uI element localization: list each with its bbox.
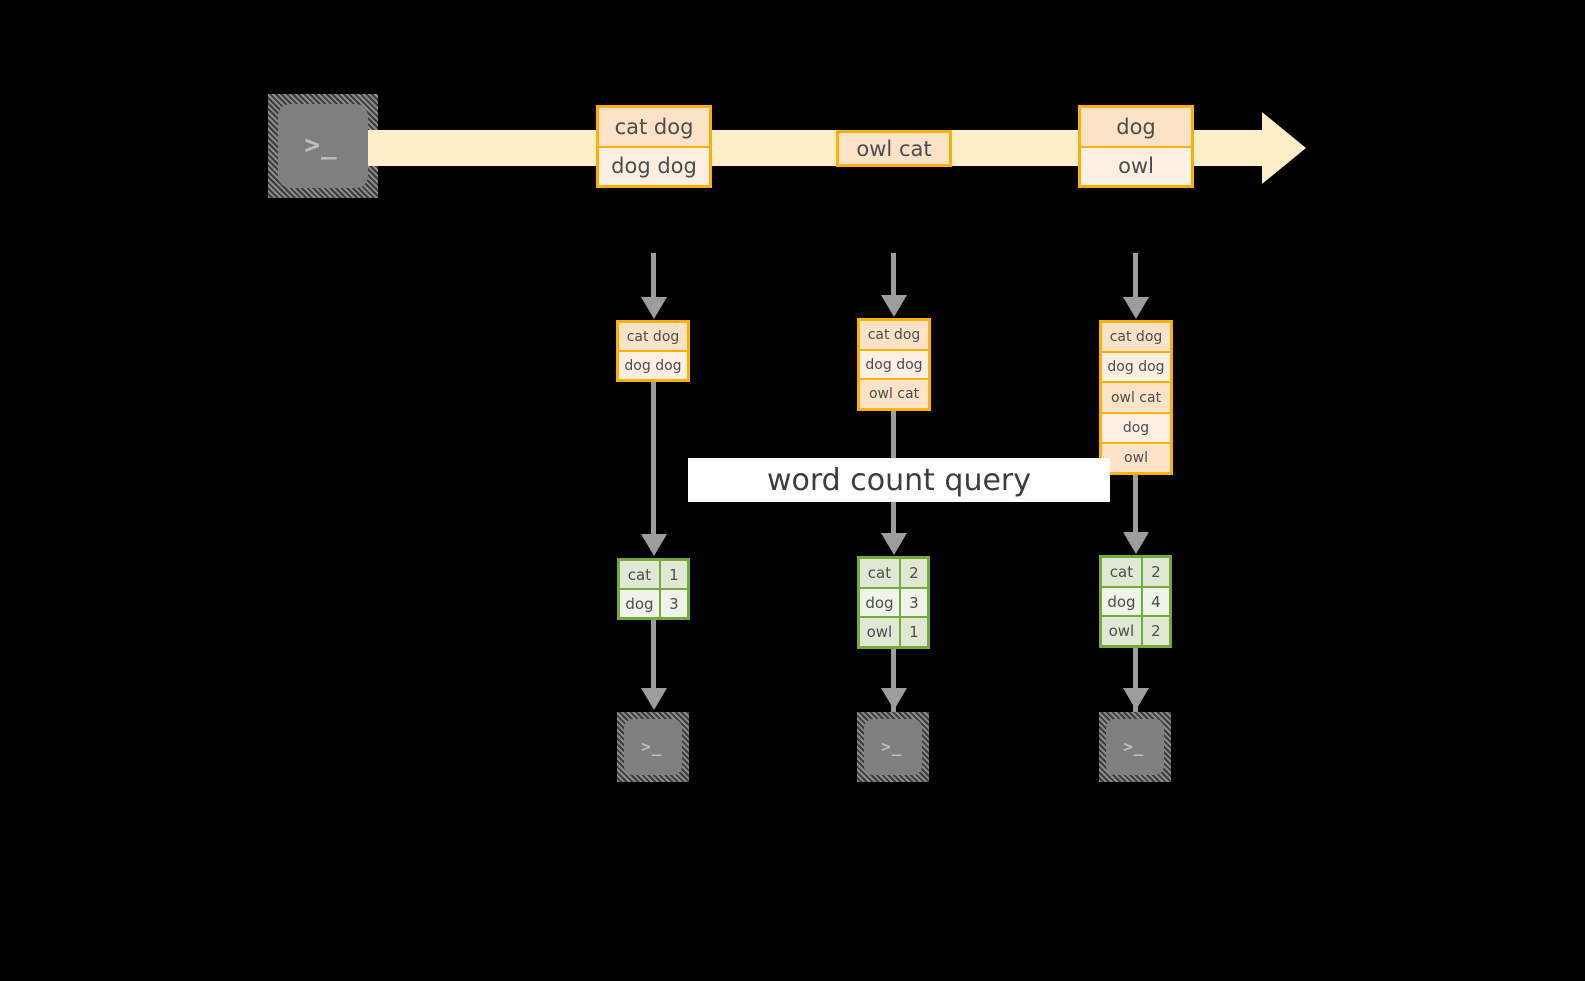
stream-batch-1: cat dog dog dog [596, 105, 712, 188]
column-3-output-line [1133, 648, 1138, 712]
column-1-output-line [651, 620, 656, 690]
column-3-result-word-3: owl [1102, 617, 1143, 646]
column-2-result-table: cat 2 dog 3 owl 1 [857, 556, 930, 649]
column-1-query-arrow-head-icon [641, 534, 667, 556]
column-1-input-dashed-line [651, 253, 656, 301]
stream-batch-1-row-2: dog dog [599, 145, 709, 185]
column-2-result-word-1: cat [860, 559, 901, 587]
column-1-result-row-2: dog 3 [620, 588, 687, 617]
column-3-record-row-2: dog dog [1102, 351, 1170, 382]
column-3-result-count-2: 4 [1142, 587, 1169, 616]
terminal-body [1106, 719, 1164, 775]
column-1-sink-terminal-icon: >_ [617, 712, 689, 782]
column-1-accumulated-records: cat dog dog dog [616, 320, 690, 382]
column-3-output-arrow-head-icon [1123, 688, 1149, 710]
column-3-query-line [1133, 475, 1138, 534]
column-3-result-count-1: 2 [1142, 558, 1169, 586]
column-2-record-row-2: dog dog [860, 348, 928, 379]
query-label-banner: word count query [688, 458, 1110, 502]
column-2-result-word-2: dog [860, 588, 901, 617]
column-3-result-word-2: dog [1102, 587, 1143, 616]
column-2-accumulated-records: cat dog dog dog owl cat [857, 318, 931, 411]
column-2-result-row-1: cat 2 [860, 559, 927, 587]
stream-batch-3-row-1: dog [1081, 108, 1191, 146]
column-2-input-dashed-line [891, 253, 896, 299]
column-1-result-word-2: dog [620, 590, 661, 617]
column-3-accumulated-records: cat dog dog dog owl cat dog owl [1099, 320, 1173, 475]
column-1-result-count-2: 3 [660, 590, 687, 617]
column-1-output-arrow-head-icon [641, 688, 667, 710]
column-2-result-count-2: 3 [900, 588, 927, 617]
column-3-record-row-4: dog [1102, 411, 1170, 442]
column-3-result-row-1: cat 2 [1102, 558, 1169, 586]
column-2-record-row-1: cat dog [860, 321, 928, 349]
column-3-record-row-3: owl cat [1102, 381, 1170, 412]
stream-batch-2: owl cat [836, 130, 952, 167]
terminal-prompt-glyph: >_ [304, 130, 338, 161]
column-3-result-word-1: cat [1102, 558, 1143, 586]
column-1-result-count-1: 1 [660, 561, 687, 588]
column-1-result-row-1: cat 1 [620, 561, 687, 588]
stream-batch-3-row-2: owl [1081, 145, 1191, 185]
column-1-record-row-2: dog dog [619, 350, 687, 379]
stream-batch-2-row-1: owl cat [839, 133, 949, 164]
column-3-record-row-5: owl [1102, 441, 1170, 473]
column-3-input-arrow-head-icon [1123, 297, 1149, 319]
query-label-text: word count query [766, 462, 1032, 498]
column-2-result-count-3: 1 [900, 618, 927, 647]
column-1-query-line [651, 382, 656, 536]
column-2-output-arrow-head-icon [881, 688, 907, 710]
terminal-prompt-glyph: >_ [641, 737, 663, 757]
column-2-record-row-3: owl cat [860, 378, 928, 409]
column-3-result-row-3: owl 2 [1102, 615, 1169, 646]
stream-batch-1-row-1: cat dog [599, 108, 709, 146]
column-1-result-word-1: cat [620, 561, 661, 588]
column-3-result-count-3: 2 [1142, 617, 1169, 646]
column-1-record-row-1: cat dog [619, 323, 687, 350]
column-2-result-word-3: owl [860, 618, 901, 647]
terminal-body [278, 104, 368, 188]
column-2-result-row-2: dog 3 [860, 586, 927, 617]
column-3-record-row-1: cat dog [1102, 323, 1170, 352]
column-1-input-arrow-head-icon [641, 297, 667, 319]
column-2-sink-terminal-icon: >_ [857, 712, 929, 782]
column-3-query-arrow-head-icon [1123, 532, 1149, 554]
column-3-result-row-2: dog 4 [1102, 585, 1169, 616]
column-1-result-table: cat 1 dog 3 [617, 558, 690, 620]
source-terminal-icon: >_ [268, 94, 378, 198]
column-2-output-line [891, 649, 896, 712]
stream-arrow-head-icon [1262, 112, 1306, 184]
terminal-body [864, 719, 922, 775]
terminal-prompt-glyph: >_ [1123, 737, 1145, 757]
terminal-body [624, 719, 682, 775]
column-3-result-table: cat 2 dog 4 owl 2 [1099, 555, 1172, 648]
column-2-result-count-1: 2 [900, 559, 927, 587]
column-2-query-arrow-head-icon [881, 533, 907, 555]
column-2-input-arrow-head-icon [881, 295, 907, 317]
column-2-result-row-3: owl 1 [860, 616, 927, 647]
stream-batch-3: dog owl [1078, 105, 1194, 188]
terminal-prompt-glyph: >_ [881, 737, 903, 757]
column-3-input-dashed-line [1133, 253, 1138, 301]
column-3-sink-terminal-icon: >_ [1099, 712, 1171, 782]
